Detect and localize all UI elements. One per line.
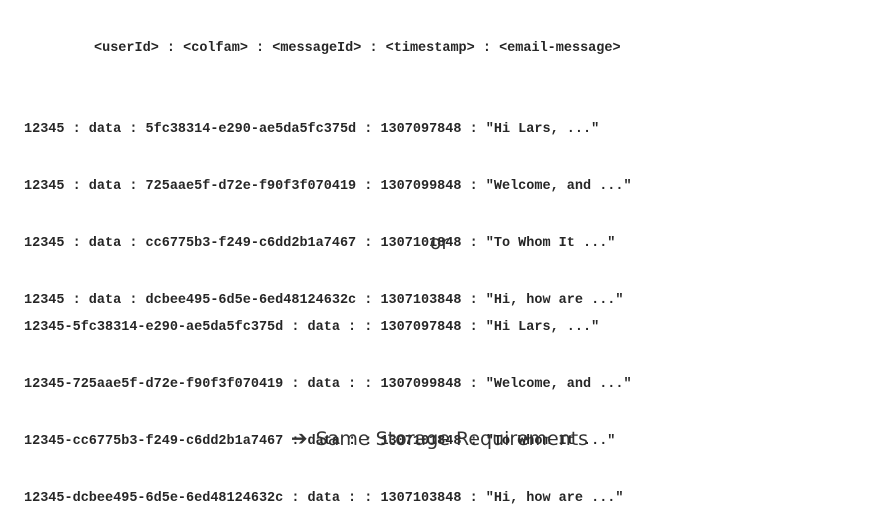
arrow-right-icon: ➔	[290, 426, 308, 450]
table-row: 12345 : data : 725aae5f-d72e-f90f3f07041…	[24, 179, 632, 194]
conclusion: ➔ Same Storage Requirements	[0, 426, 879, 450]
table-row: 12345 : data : 5fc38314-e290-ae5da5fc375…	[24, 122, 600, 137]
table-row: 12345-725aae5f-d72e-f90f3f070419 : data …	[24, 377, 632, 392]
table-row: 12345-5fc38314-e290-ae5da5fc375d : data …	[24, 320, 600, 335]
table-row: 12345 : data : dcbee495-6d5e-6ed48124632…	[24, 293, 624, 308]
table-row: 12345 : data : cc6775b3-f249-c6dd2b1a746…	[24, 236, 616, 251]
table-row: 12345-cc6775b3-f249-c6dd2b1a7467 : data …	[24, 434, 616, 449]
row-key-layout-b: 12345-5fc38314-e290-ae5da5fc375d : data …	[24, 284, 632, 527]
separator-or: or	[429, 232, 450, 254]
conclusion-text: Same Storage Requirements	[315, 428, 589, 450]
schema-header: <userId> : <colfam> : <messageId> : <tim…	[94, 41, 621, 56]
row-key-layout-a: 12345 : data : 5fc38314-e290-ae5da5fc375…	[24, 86, 632, 329]
table-row: 12345-dcbee495-6d5e-6ed48124632c : data …	[24, 491, 624, 506]
